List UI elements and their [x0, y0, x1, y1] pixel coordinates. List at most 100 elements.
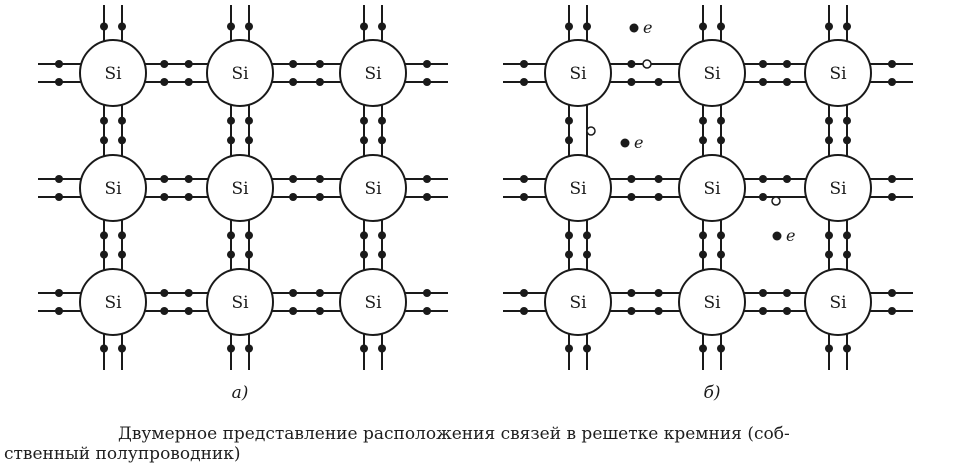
electron-dot	[100, 22, 108, 31]
electron-dot	[100, 136, 108, 145]
electron-dot	[783, 78, 791, 86]
si-atom-label: Si	[829, 64, 847, 84]
electron-dot	[783, 307, 791, 315]
electron-dot	[118, 344, 126, 353]
electron-dot	[55, 175, 63, 183]
electron-dot	[184, 78, 193, 86]
free-electron	[772, 231, 782, 241]
electron-dot	[378, 231, 386, 240]
si-atom-label: Si	[829, 179, 847, 199]
free-electron	[629, 23, 639, 33]
electron-dot	[565, 136, 573, 145]
electron-dot	[654, 193, 663, 201]
electron-dot	[423, 78, 431, 86]
electron-dot	[360, 344, 368, 353]
bond-electrons	[55, 22, 431, 353]
electron-dot	[160, 78, 169, 86]
electron-dot	[759, 175, 767, 183]
si-atom-label: Si	[703, 64, 721, 84]
electron-dot	[583, 344, 591, 353]
electron-dot	[55, 78, 63, 86]
electron-dot	[825, 344, 833, 353]
electron-dot	[565, 22, 573, 31]
electron-dot	[100, 231, 108, 240]
si-atom	[206, 154, 274, 222]
electron-dot	[184, 289, 193, 297]
electron-dot	[627, 78, 636, 86]
electron-dot	[888, 193, 896, 201]
electron-dot	[227, 136, 235, 145]
si-atom-label: Si	[104, 293, 122, 313]
electron-dot	[378, 250, 386, 259]
electron-dot	[423, 193, 431, 201]
electron-dot	[118, 231, 126, 240]
electron-dot	[378, 116, 386, 125]
si-atom-label: Si	[569, 64, 587, 84]
electron-dot	[315, 78, 324, 86]
electron-dot	[565, 250, 573, 259]
si-atom	[678, 154, 746, 222]
electron-dot	[825, 250, 833, 259]
si-atom	[339, 154, 407, 222]
figure-caption: Двумерное представление расположения свя…	[4, 424, 963, 464]
electron-dot	[289, 289, 298, 297]
bond-electrons	[520, 22, 896, 353]
electron-dot	[315, 193, 324, 201]
electron-dot	[759, 78, 767, 86]
electron-dot	[100, 116, 108, 125]
electron-dot	[55, 193, 63, 201]
hole	[586, 126, 596, 136]
si-atom	[339, 39, 407, 107]
electron-dot	[378, 344, 386, 353]
electron-dot	[184, 307, 193, 315]
si-atom-label: Si	[231, 64, 249, 84]
electron-dot	[520, 289, 528, 297]
electron-dot	[118, 22, 126, 31]
electron-dot	[759, 289, 767, 297]
electron-dot	[654, 78, 663, 86]
electron-dot	[583, 250, 591, 259]
electron-dot	[654, 307, 663, 315]
electron-dot	[717, 231, 725, 240]
electron-dot	[315, 289, 324, 297]
electron-dot	[759, 307, 767, 315]
si-atom	[544, 154, 612, 222]
electron-dot	[565, 231, 573, 240]
electron-dot	[160, 175, 169, 183]
electron-dot	[888, 78, 896, 86]
si-atom	[804, 268, 872, 336]
electron-dot	[184, 60, 193, 68]
electron-dot	[423, 60, 431, 68]
free-electron	[620, 138, 630, 148]
electron-dot	[184, 193, 193, 201]
electron-dot	[717, 344, 725, 353]
electron-dot	[825, 136, 833, 145]
electron-dot	[888, 307, 896, 315]
electron-dot	[100, 344, 108, 353]
caption-line-2: ственный полупроводник)	[4, 444, 241, 464]
si-atom-label: Si	[829, 293, 847, 313]
si-atom	[544, 268, 612, 336]
free-electron-label: e	[643, 18, 652, 37]
si-atom-label: Si	[364, 179, 382, 199]
si-atom	[206, 268, 274, 336]
electron-dot	[423, 175, 431, 183]
electron-dot	[360, 22, 368, 31]
electron-dot	[520, 60, 528, 68]
electron-dot	[717, 250, 725, 259]
hole	[771, 196, 781, 206]
si-atom	[79, 268, 147, 336]
electron-dot	[315, 175, 324, 183]
si-atom-label: Si	[104, 179, 122, 199]
electron-dot	[245, 116, 253, 125]
electron-dot	[843, 250, 851, 259]
electron-dot	[160, 307, 169, 315]
free-electron-label: e	[786, 226, 795, 245]
si-atom	[339, 268, 407, 336]
si-atom-label: Si	[231, 179, 249, 199]
electron-dot	[843, 22, 851, 31]
electron-dot	[825, 231, 833, 240]
electron-dot	[100, 250, 108, 259]
panel-label: а)	[232, 383, 249, 403]
